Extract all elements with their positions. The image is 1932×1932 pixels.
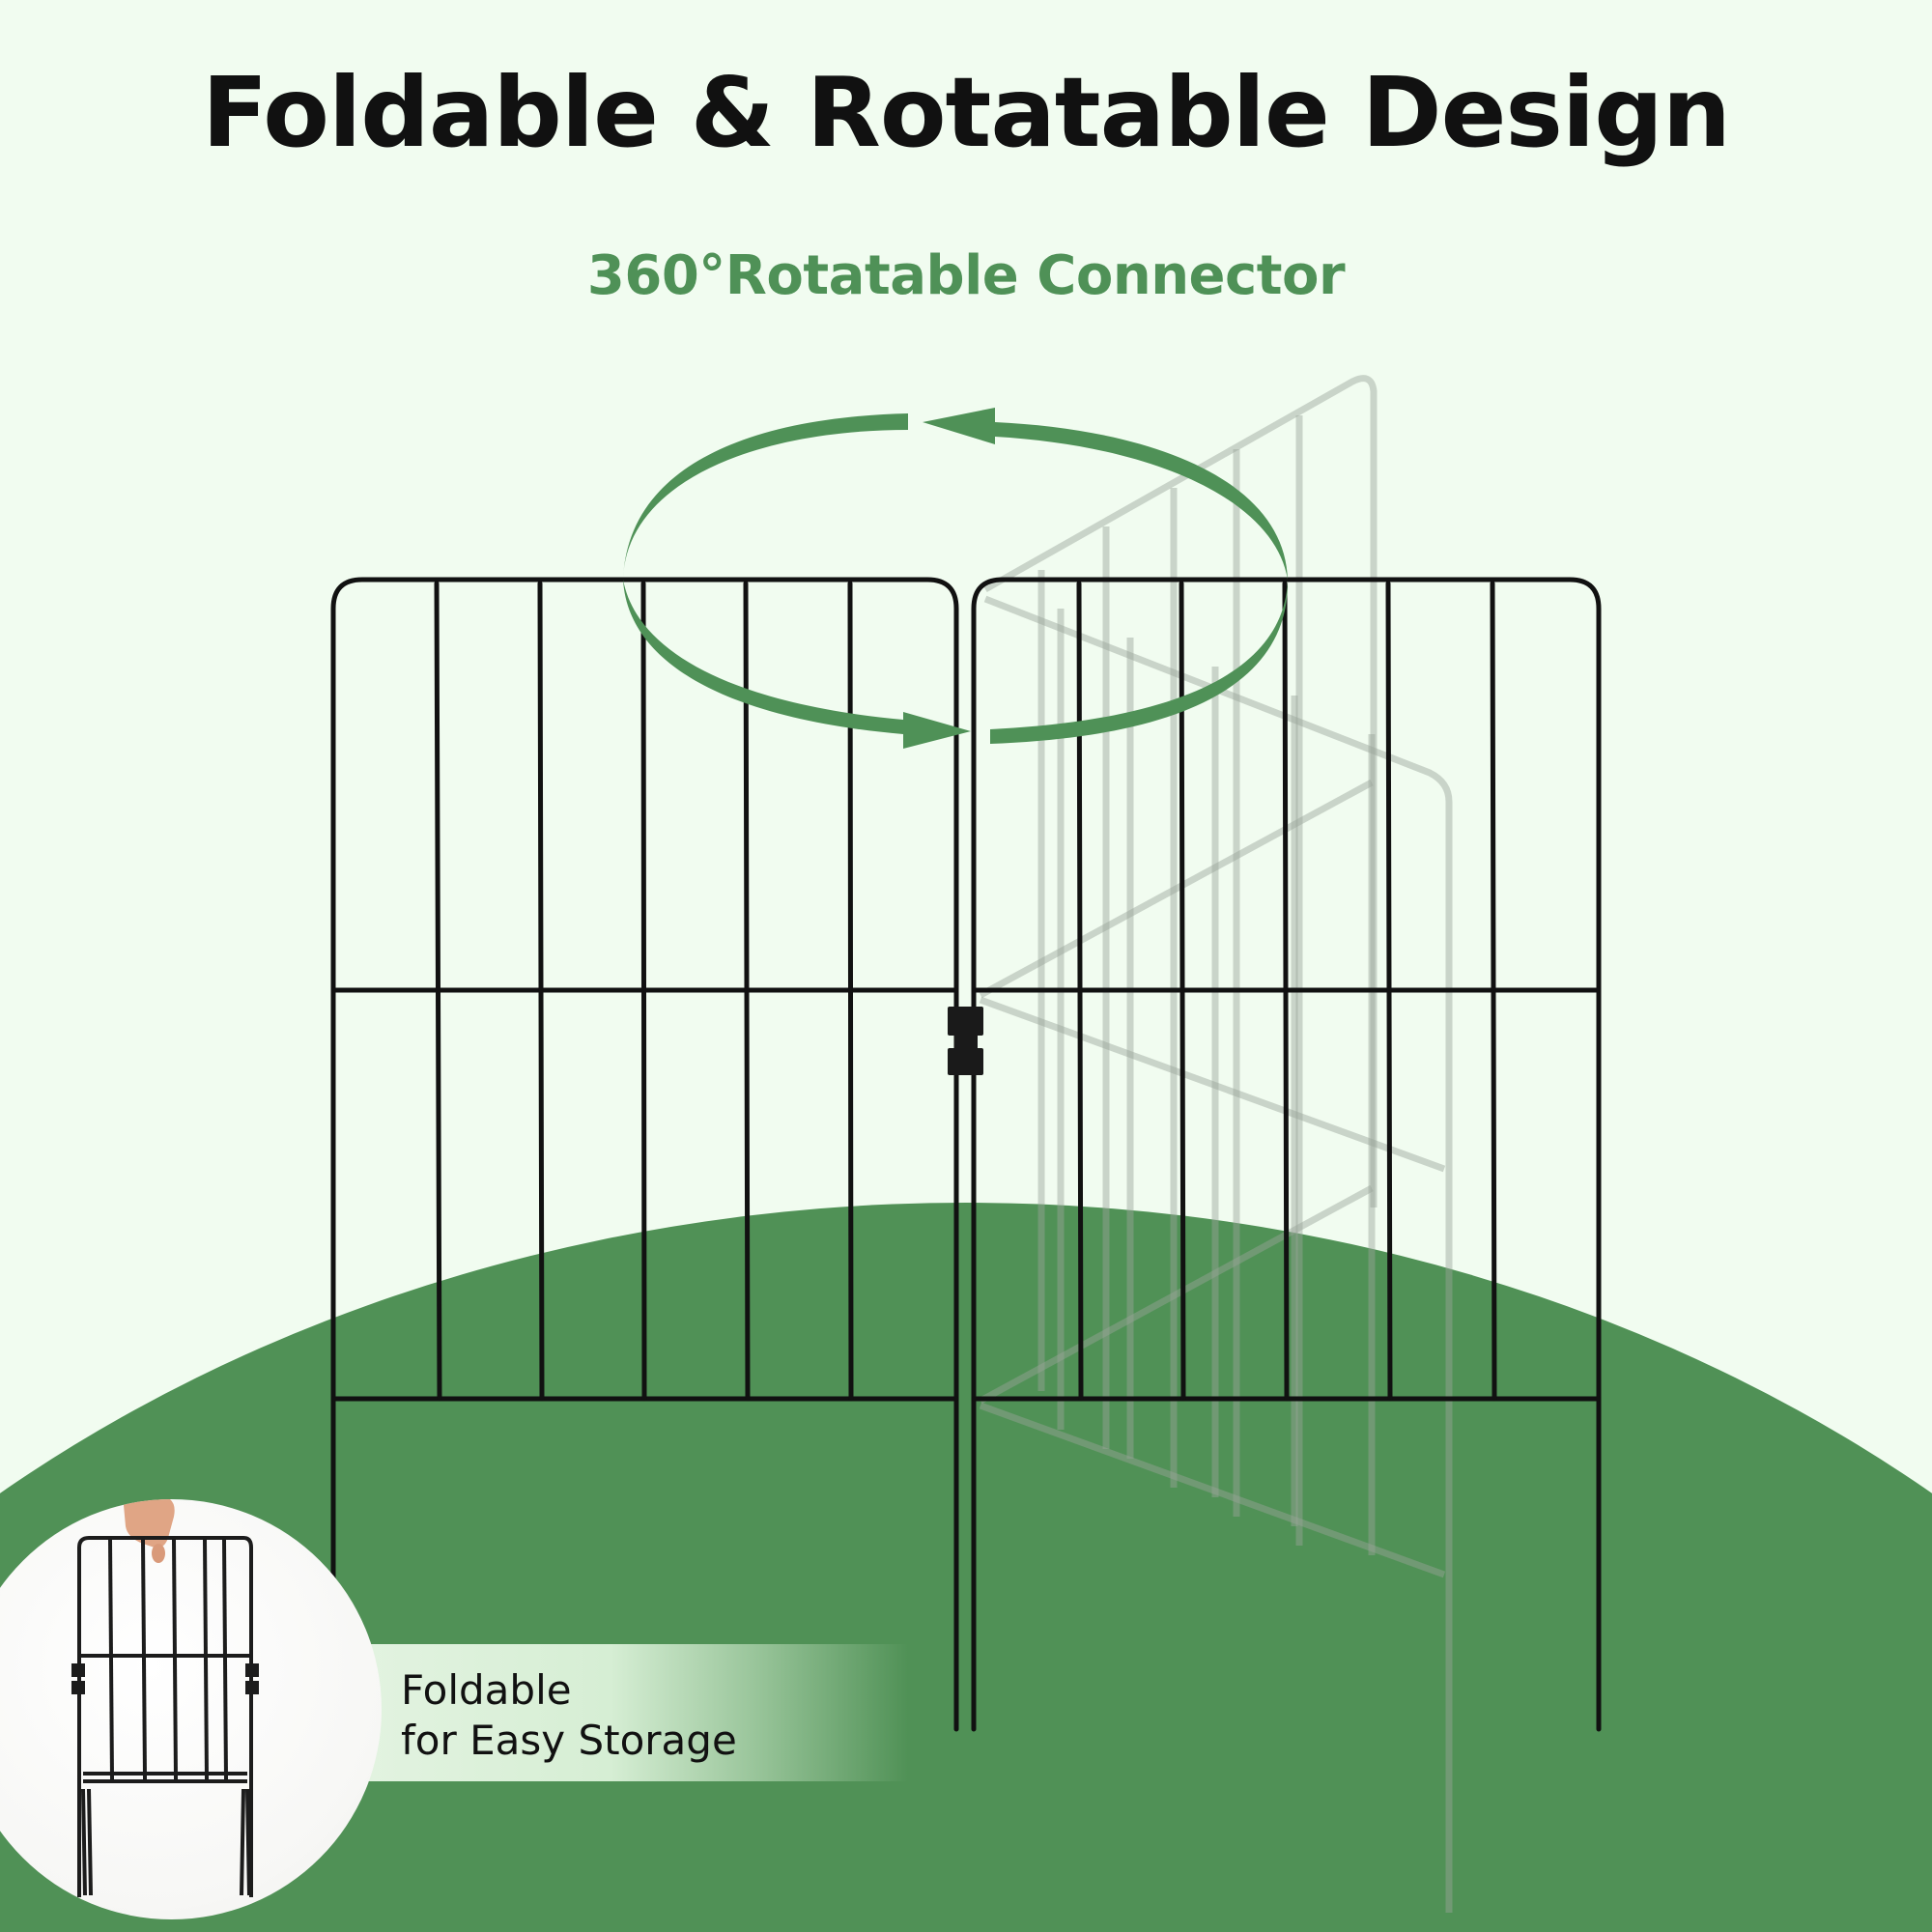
- page-title: Foldable & Rotatable Design: [202, 56, 1731, 169]
- hinge-connector-icon: [948, 1007, 983, 1075]
- folded-fence-inset-photo: [0, 1499, 382, 1919]
- right-fence-panel: [971, 577, 1602, 1732]
- storage-callout-banner: [367, 1644, 908, 1781]
- hand-icon: [124, 1499, 175, 1563]
- hinge-connector-icon: [71, 1663, 259, 1694]
- callout-line-2: for Easy Storage: [401, 1717, 737, 1764]
- folded-fence-icon: [71, 1499, 259, 1897]
- rotation-arrow-icon: [623, 408, 1289, 749]
- connector-subtitle: 360°Rotatable Connector: [586, 244, 1346, 307]
- storage-callout-text: Foldable for Easy Storage: [401, 1665, 737, 1766]
- callout-line-1: Foldable: [401, 1666, 572, 1714]
